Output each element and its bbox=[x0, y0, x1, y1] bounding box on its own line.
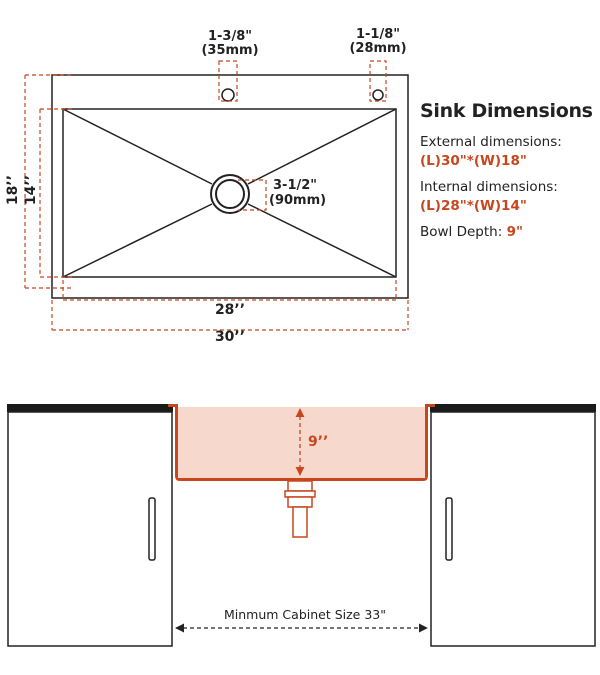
sink-dimensions-panel: Sink Dimensions External dimensions: (L)… bbox=[420, 100, 595, 240]
slope-line bbox=[62, 203, 213, 278]
slope-line bbox=[62, 108, 213, 185]
dimension-guides bbox=[24, 60, 409, 331]
countertop-right bbox=[430, 404, 596, 412]
external-height-label: 18’’ bbox=[5, 175, 21, 205]
right-hole-metric: (28mm) bbox=[349, 41, 406, 56]
bowl-depth-label: 9’’ bbox=[308, 434, 328, 450]
bowl-depth-row: Bowl Depth: 9" bbox=[420, 224, 595, 240]
bowl-depth-row-value: 9" bbox=[506, 224, 524, 240]
internal-height-label: 14’’ bbox=[23, 175, 39, 205]
sink-outer-rim bbox=[51, 74, 409, 299]
drain-inner-ring bbox=[215, 179, 245, 209]
cabinet-left bbox=[7, 411, 173, 647]
faucet-hole-left bbox=[221, 88, 235, 102]
external-width-label: 30’’ bbox=[215, 329, 245, 345]
left-hole-metric: (35mm) bbox=[201, 43, 258, 58]
internal-dimensions-label: Internal dimensions: bbox=[420, 179, 558, 195]
faucet-hole-right bbox=[372, 89, 384, 101]
sink-inner-basin bbox=[62, 108, 397, 278]
panel-title: Sink Dimensions bbox=[420, 100, 593, 122]
countertop-left bbox=[7, 404, 173, 412]
left-hole-guide bbox=[218, 60, 238, 102]
internal-dimensions-value: (L)28"*(W)14" bbox=[420, 198, 527, 214]
drain-guide bbox=[238, 179, 267, 211]
cabinet-size-note: Minmum Cabinet Size 33" bbox=[224, 607, 386, 622]
right-hole-guide bbox=[369, 60, 387, 102]
left-hole-dimension: 1-3/8" bbox=[208, 29, 252, 44]
cabinet-handle-left bbox=[148, 497, 156, 561]
slope-line bbox=[247, 108, 397, 185]
external-dimensions-label: External dimensions: bbox=[420, 134, 562, 150]
external-dimensions-value: (L)30"*(W)18" bbox=[420, 153, 527, 169]
sink-side-view bbox=[7, 404, 596, 647]
cabinet-right bbox=[430, 411, 596, 647]
sink-bowl-interior bbox=[178, 407, 425, 478]
drain-dimension: 3-1/2" bbox=[273, 178, 317, 193]
bowl-depth-row-label: Bowl Depth: bbox=[420, 224, 503, 240]
drain-pipe bbox=[284, 480, 316, 538]
slope-line bbox=[247, 203, 397, 278]
cabinet-handle-right bbox=[445, 497, 453, 561]
right-hole-dimension: 1-1/8" bbox=[356, 27, 400, 42]
sink-top-view bbox=[51, 74, 409, 299]
internal-width-label: 28’’ bbox=[215, 302, 245, 318]
drain-metric: (90mm) bbox=[269, 193, 326, 208]
